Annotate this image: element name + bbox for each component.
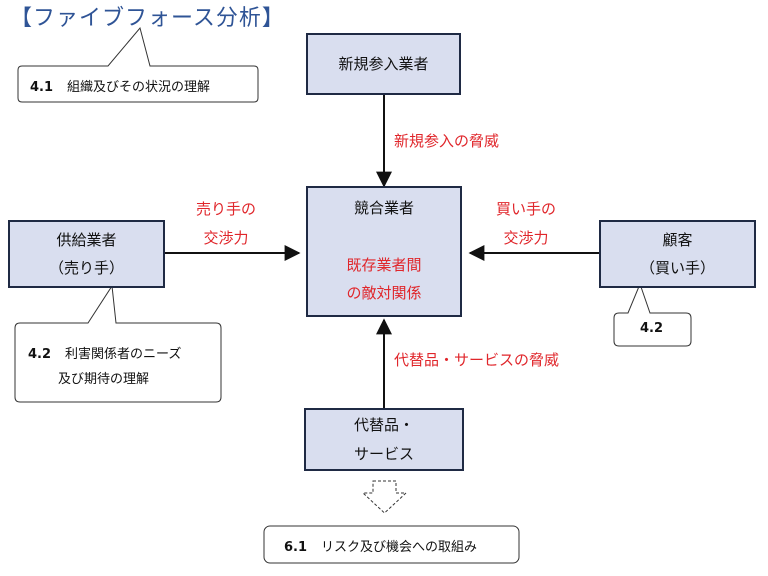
down-arrow-to-risk bbox=[361, 480, 408, 514]
buyer-power-line-2: 交渉力 bbox=[503, 228, 549, 247]
competitors-label: 競合業者 bbox=[353, 199, 414, 217]
callout-6-1-text: リスク及び機会への取組み bbox=[321, 540, 478, 555]
callout-4-2-right: 4.2 bbox=[640, 321, 663, 336]
suppliers-box: 供給業者 （売り手） bbox=[8, 220, 165, 288]
callout-6-1: 6.1 リスク及び機会への取組み bbox=[284, 536, 477, 555]
callout-4-2-left-number: 4.2 bbox=[28, 347, 52, 362]
customers-sub-label: （買い手） bbox=[639, 259, 715, 277]
suppliers-label: 供給業者 bbox=[56, 230, 117, 249]
callout-4-2-right-bubble bbox=[613, 282, 692, 347]
substitutes-label: 代替品・ bbox=[353, 416, 414, 434]
callout-4-2-left-bubble bbox=[14, 284, 222, 403]
callout-4-2-right-number: 4.2 bbox=[640, 321, 664, 336]
buyer-power-label: 買い手の 交渉力 bbox=[496, 195, 556, 252]
new-entrants-box: 新規参入業者 bbox=[306, 33, 461, 95]
substitute-threat-label: 代替品・サービスの脅威 bbox=[394, 351, 560, 369]
callout-4-1-text: 組織及びその状況の理解 bbox=[67, 80, 211, 95]
callout-4-1-bubble bbox=[17, 26, 259, 103]
callout-4-1: 4.1 組織及びその状況の理解 bbox=[30, 76, 210, 95]
buyer-power-line-1: 買い手の bbox=[496, 200, 557, 218]
callout-4-1-number: 4.1 bbox=[30, 80, 54, 95]
new-entry-threat-label: 新規参入の脅威 bbox=[394, 132, 500, 150]
customers-box: 顧客 （買い手） bbox=[599, 220, 756, 288]
rivalry-label-1: 既存業者間 bbox=[346, 255, 422, 274]
new-entrants-label: 新規参入業者 bbox=[338, 54, 429, 73]
rivalry-label-2: の敵対関係 bbox=[346, 284, 422, 302]
seller-power-line-2: 交渉力 bbox=[203, 228, 249, 247]
customers-label: 顧客 bbox=[662, 230, 693, 249]
suppliers-sub-label: （売り手） bbox=[48, 259, 124, 277]
callout-4-2-left: 4.2 利害関係者のニーズ 及び期待の理解 bbox=[28, 343, 181, 392]
substitutes-box: 代替品・ サービス bbox=[304, 408, 464, 471]
seller-power-label: 売り手の 交渉力 bbox=[196, 195, 256, 252]
substitutes-sub-label: サービス bbox=[353, 444, 414, 463]
page-title: 【ファイブフォース分析】 bbox=[10, 6, 285, 31]
callout-4-2-left-text-1: 利害関係者のニーズ bbox=[65, 347, 182, 362]
callout-4-2-left-text-2: 及び期待の理解 bbox=[58, 371, 150, 387]
callout-6-1-bubble bbox=[263, 525, 520, 564]
callout-6-1-number: 6.1 bbox=[284, 540, 308, 555]
seller-power-line-1: 売り手の bbox=[196, 200, 257, 218]
competitors-box: 競合業者 既存業者間 の敵対関係 bbox=[306, 186, 462, 317]
